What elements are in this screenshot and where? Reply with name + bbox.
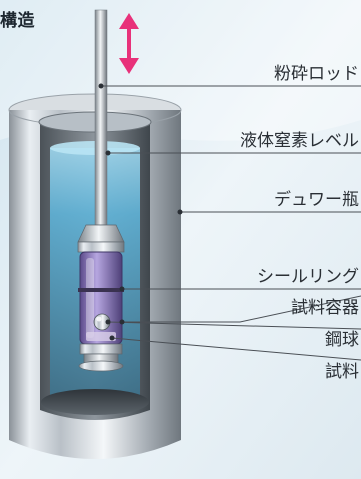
vial-holder xyxy=(77,224,125,253)
seal-ring xyxy=(78,288,124,292)
label-sample-container: 試料容器 xyxy=(291,298,359,318)
leader-sample xyxy=(111,337,361,361)
leader-steel-ball xyxy=(107,321,361,330)
steel-ball xyxy=(93,313,111,331)
crushing-rod xyxy=(94,9,108,226)
dewar-floor xyxy=(41,389,149,415)
leader-sample-container xyxy=(122,295,361,323)
label-crushing-rod: 粉砕ロッド xyxy=(274,64,359,84)
leader-lines xyxy=(101,85,361,361)
label-liquid-nitrogen-level: 液体窒素レベル xyxy=(240,131,359,151)
sample-material xyxy=(86,332,116,341)
vial-base xyxy=(78,343,124,372)
label-sample: 試料 xyxy=(325,362,359,382)
sample-container xyxy=(79,251,123,345)
label-seal-ring: シールリング xyxy=(257,267,359,287)
diagram-title: 構造 xyxy=(0,11,35,31)
label-steel-ball: 鋼球 xyxy=(325,330,359,350)
up-down-arrow-icon xyxy=(119,13,139,74)
label-dewar-flask: デュワー瓶 xyxy=(274,190,359,210)
leader-dots xyxy=(98,83,183,341)
